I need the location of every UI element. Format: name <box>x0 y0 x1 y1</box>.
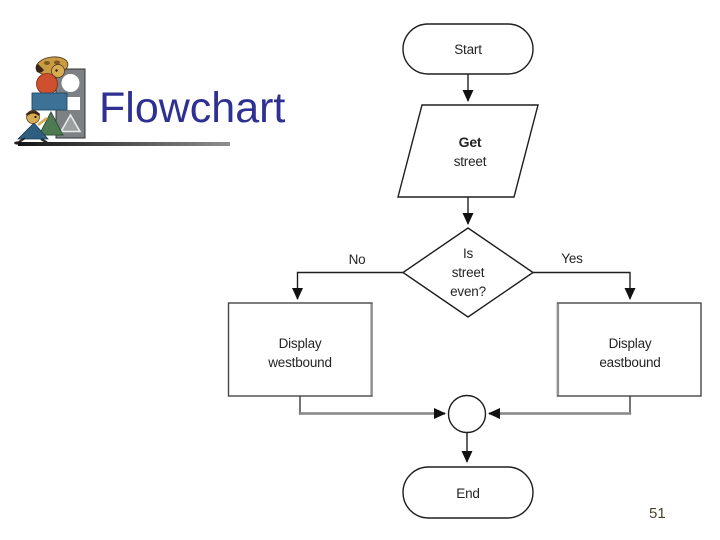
edge-decision-no-branch <box>292 271 403 300</box>
flow-node-start: Start <box>402 23 534 75</box>
logo-top-figure-head <box>35 56 69 78</box>
branch-label-no: No <box>349 252 366 267</box>
title-divider <box>18 142 230 146</box>
svg-text:even?: even? <box>450 284 486 299</box>
svg-text:street: street <box>454 154 487 169</box>
svg-text:Display: Display <box>609 336 652 351</box>
svg-text:End: End <box>456 486 479 501</box>
svg-text:eastbound: eastbound <box>599 355 660 370</box>
logo-blue-rectangle <box>31 92 68 111</box>
page-number: 51 <box>649 505 666 522</box>
clipart-figures-stacking-shapes-icon <box>14 56 86 146</box>
logo-green-triangle <box>38 111 64 136</box>
flow-node-display-westbound: Display westbound <box>227 302 373 397</box>
flow-node-join-connector <box>447 394 487 434</box>
edge-decision-yes-branch <box>533 271 636 300</box>
svg-text:Start: Start <box>454 42 482 57</box>
svg-text:street: street <box>452 265 485 280</box>
branch-label-yes: Yes <box>561 251 583 266</box>
slide-title: Flowchart <box>99 84 286 132</box>
flow-node-display-eastbound: Display eastbound <box>556 302 702 397</box>
slide-logo <box>14 54 92 146</box>
flow-node-end: End <box>402 466 534 519</box>
svg-text:Get: Get <box>459 134 482 150</box>
svg-text:Is: Is <box>463 246 474 261</box>
logo-walking-figure <box>14 110 53 146</box>
svg-text:Display: Display <box>279 336 322 351</box>
flow-node-get-street: Get street <box>397 104 539 198</box>
flow-node-decision: Is street even? <box>401 227 535 318</box>
svg-text:westbound: westbound <box>267 355 332 370</box>
